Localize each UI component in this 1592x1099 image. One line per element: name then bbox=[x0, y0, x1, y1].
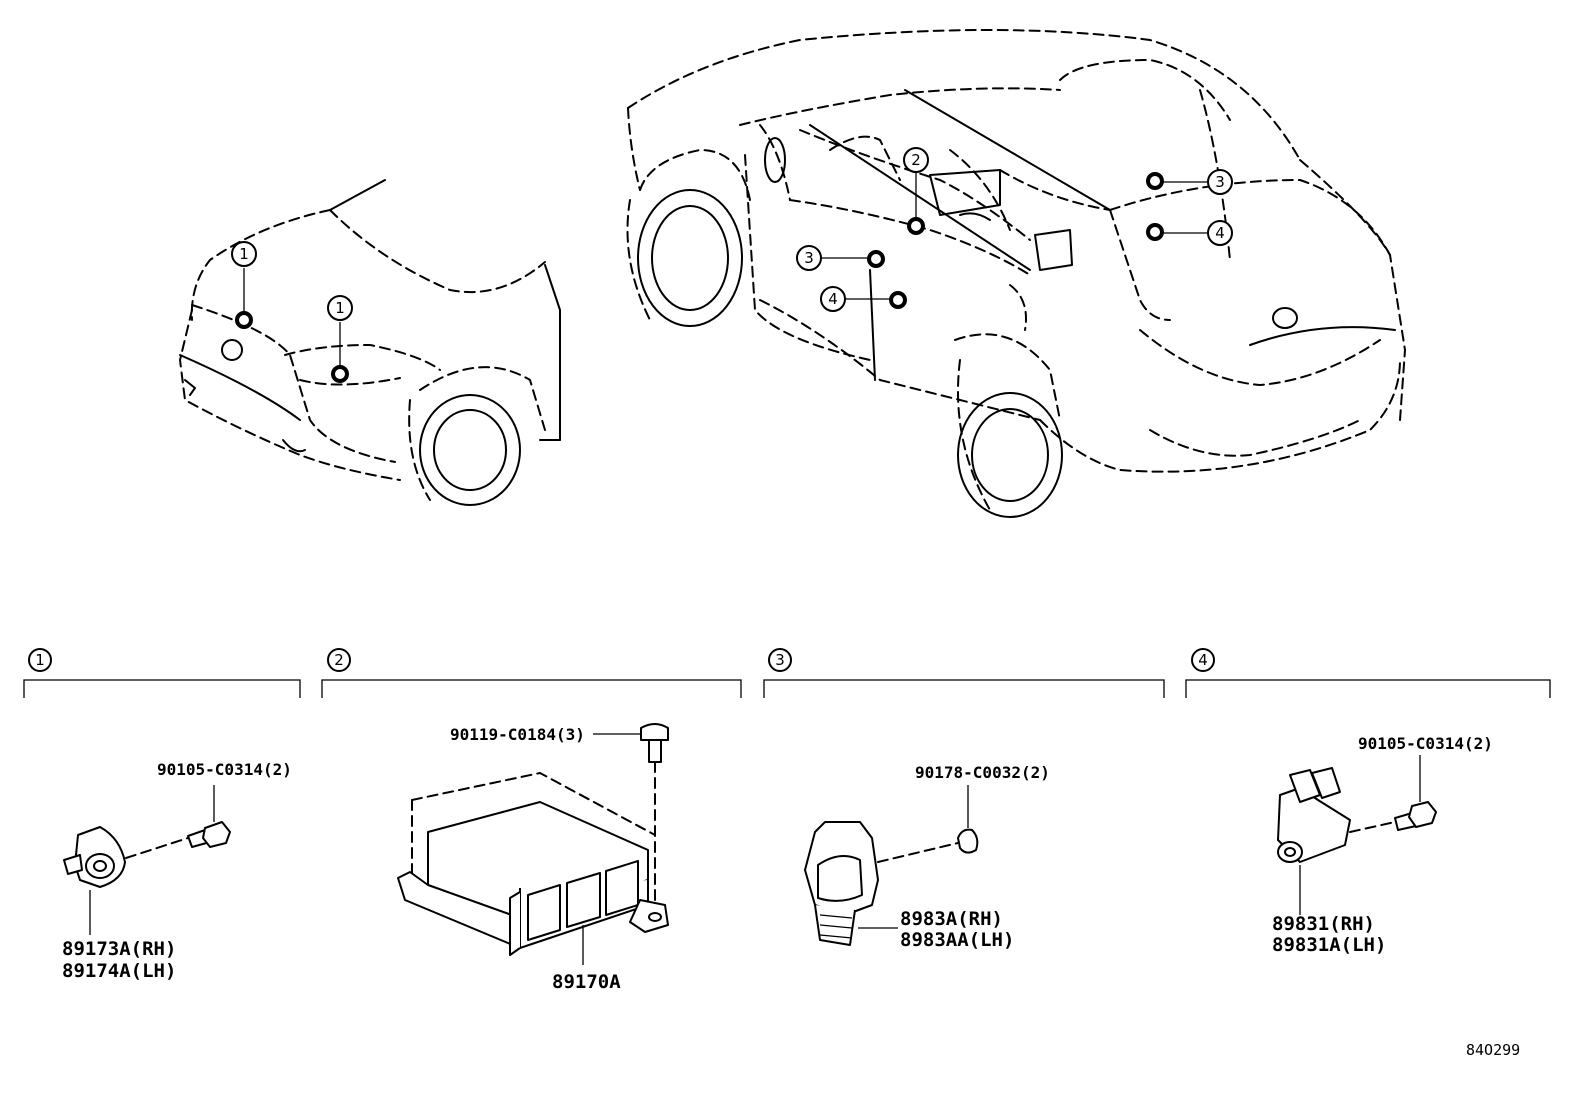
g2-unit-label: 89170A bbox=[552, 971, 621, 993]
g2-bolt-label: 90119-C0184(3) bbox=[450, 725, 585, 744]
callout-3-right-num: 3 bbox=[1215, 173, 1225, 191]
g1-bolt-label: 90105-C0314(2) bbox=[157, 760, 292, 779]
callout-1-right bbox=[327, 295, 353, 321]
nut-icon bbox=[957, 828, 979, 854]
group-4-parts: 90105-C0314(2) 89831(RH) 89831A(LH) bbox=[1272, 734, 1493, 956]
g3-nut-label: 90178-C0032(2) bbox=[915, 763, 1050, 782]
callout-4-right bbox=[1207, 220, 1233, 246]
rear-car-illustration bbox=[626, 29, 1406, 518]
g4-bolt-label: 90105-C0314(2) bbox=[1358, 734, 1493, 753]
group-1-parts: 90105-C0314(2) 89173A(RH) 89174A(LH) bbox=[62, 760, 292, 982]
callout-2-rear-num: 2 bbox=[911, 151, 921, 169]
rear-callouts: 2 3 4 3 4 bbox=[796, 147, 1233, 312]
callout-1-right-num: 1 bbox=[335, 299, 345, 317]
callout-3-right bbox=[1207, 169, 1233, 195]
group-1-number: 1 bbox=[35, 651, 45, 669]
callout-4-left bbox=[820, 286, 846, 312]
group-1-header: 1 bbox=[23, 648, 301, 698]
callout-4-left-num: 4 bbox=[828, 290, 838, 308]
g3-sensor-rh-label: 8983A(RH) bbox=[900, 908, 1003, 930]
callout-4-right-num: 4 bbox=[1215, 224, 1225, 242]
callout-3-left-num: 3 bbox=[804, 249, 814, 267]
group-4-header: 4 bbox=[1185, 648, 1551, 698]
sensor-location-dot bbox=[1146, 223, 1164, 241]
sensor-location-dot bbox=[235, 311, 253, 329]
callout-3-left bbox=[796, 245, 822, 271]
sensor-location-dot bbox=[889, 291, 907, 309]
callout-2-rear bbox=[903, 147, 929, 173]
group-3-header: 3 bbox=[763, 648, 1165, 698]
figure-code: 84O299 bbox=[1466, 1041, 1520, 1059]
g4-sensor-rh-label: 89831(RH) bbox=[1272, 913, 1375, 935]
sensor-location-dot bbox=[907, 217, 925, 235]
g3-sensor-lh-label: 8983AA(LH) bbox=[900, 929, 1014, 951]
sensor-location-dot bbox=[331, 365, 349, 383]
front-callouts: 1 1 bbox=[231, 241, 353, 383]
group-2-header: 2 bbox=[321, 648, 742, 698]
callout-1-left-num: 1 bbox=[239, 245, 249, 263]
group-3-number: 3 bbox=[775, 651, 785, 669]
g1-sensor-lh-label: 89174A(LH) bbox=[62, 960, 176, 982]
sensor-location-dot bbox=[1146, 172, 1164, 190]
g1-sensor-rh-label: 89173A(RH) bbox=[62, 938, 176, 960]
callout-1-left bbox=[231, 241, 257, 267]
group-4-number: 4 bbox=[1198, 651, 1208, 669]
group-2-parts: 90119-C0184(3) 89170A bbox=[397, 723, 669, 993]
group-3-parts: 90178-C0032(2) 8983A(RH) 8983AA(LH) bbox=[804, 763, 1050, 951]
bolt-icon bbox=[640, 723, 669, 741]
g4-sensor-lh-label: 89831A(LH) bbox=[1272, 934, 1386, 956]
sensor-location-dot bbox=[867, 250, 885, 268]
front-car-illustration bbox=[179, 179, 561, 506]
group-2-number: 2 bbox=[334, 651, 344, 669]
